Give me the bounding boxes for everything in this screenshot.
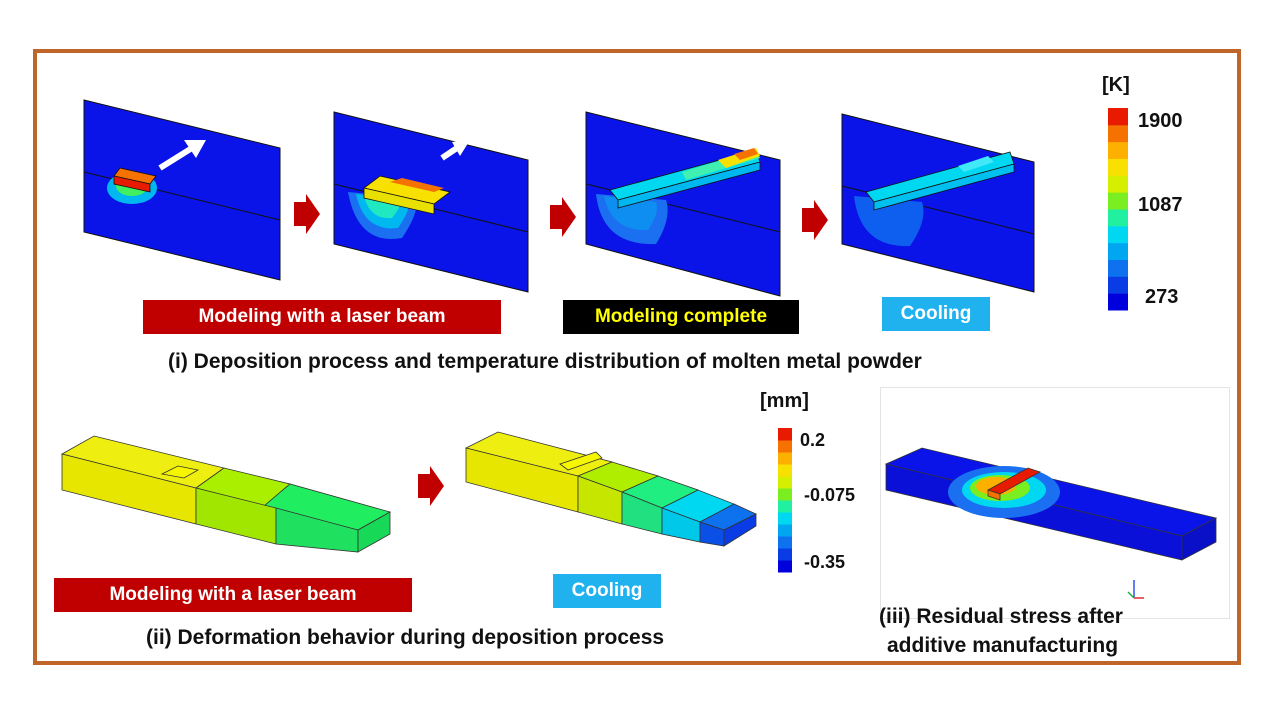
laser-modeling-label-ii: Modeling with a laser beam xyxy=(54,578,412,612)
temperature-max-label: 1900 xyxy=(1138,110,1183,132)
displacement-max-label: 0.2 xyxy=(800,430,826,450)
axis-triad-icon xyxy=(1127,580,1144,599)
temperature-colorbar xyxy=(1108,108,1128,311)
process-arrow xyxy=(550,197,576,237)
deformation-bar-1 xyxy=(60,435,392,553)
plate-view-2 xyxy=(333,111,529,293)
colorbar-segment xyxy=(778,452,792,465)
section-caption-iii-line2: additive manufacturing xyxy=(887,634,1119,657)
modeling-complete-label: Modeling complete xyxy=(563,300,799,334)
temperature-unit: [K] xyxy=(1102,74,1130,96)
colorbar-segment xyxy=(1108,242,1128,260)
plate-view-3 xyxy=(585,111,781,297)
colorbar-segment xyxy=(778,560,792,573)
colorbar-segment xyxy=(1108,158,1128,176)
residual-stress-viewport xyxy=(880,387,1230,619)
colorbar-segment xyxy=(1108,225,1128,244)
colorbar-segment xyxy=(778,524,792,537)
colorbar-segment xyxy=(1108,175,1128,193)
colorbar-segment xyxy=(778,476,792,489)
colorbar-segment xyxy=(1108,209,1128,227)
displacement-mid-label: -0.075 xyxy=(804,485,856,505)
colorbar-segment xyxy=(1108,276,1128,294)
cooling-label-ii: Cooling xyxy=(553,574,661,608)
displacement-min-label: -0.35 xyxy=(804,552,846,572)
colorbar-segment xyxy=(1108,259,1128,277)
colorbar-segment xyxy=(1108,141,1128,159)
temperature-min-label: 273 xyxy=(1145,286,1179,308)
colorbar-segment xyxy=(778,464,792,477)
temperature-mid-label: 1087 xyxy=(1138,194,1183,216)
residual-stress-bar xyxy=(884,447,1218,561)
process-arrow xyxy=(294,194,320,234)
colorbar-segment xyxy=(1108,124,1128,143)
cooling-label: Cooling xyxy=(882,297,990,331)
colorbar-segment xyxy=(778,548,792,561)
colorbar-segment xyxy=(1108,293,1128,311)
section-caption-i: (i) Deposition process and temperature d… xyxy=(168,350,922,373)
displacement-colorbar xyxy=(778,428,792,573)
colorbar-segment xyxy=(1108,192,1128,210)
plate-view-1 xyxy=(83,99,281,281)
displacement-unit: [mm] xyxy=(760,390,809,412)
laser-modeling-label: Modeling with a laser beam xyxy=(143,300,501,334)
process-arrow xyxy=(418,466,444,506)
colorbar-segment xyxy=(778,536,792,549)
section-caption-ii: (ii) Deformation behavior during deposit… xyxy=(146,626,665,649)
colorbar-segment xyxy=(1108,108,1128,126)
section-caption-iii-line1: (iii) Residual stress after xyxy=(879,605,1123,628)
process-arrow xyxy=(802,200,828,240)
figure-frame xyxy=(33,49,1241,665)
colorbar-segment xyxy=(778,440,792,453)
colorbar-segment xyxy=(778,512,792,525)
colorbar-segment xyxy=(778,428,792,441)
colorbar-segment xyxy=(778,488,792,501)
colorbar-segment xyxy=(778,500,792,513)
plate-view-4 xyxy=(841,113,1035,293)
deformation-bar-2 xyxy=(464,431,757,547)
